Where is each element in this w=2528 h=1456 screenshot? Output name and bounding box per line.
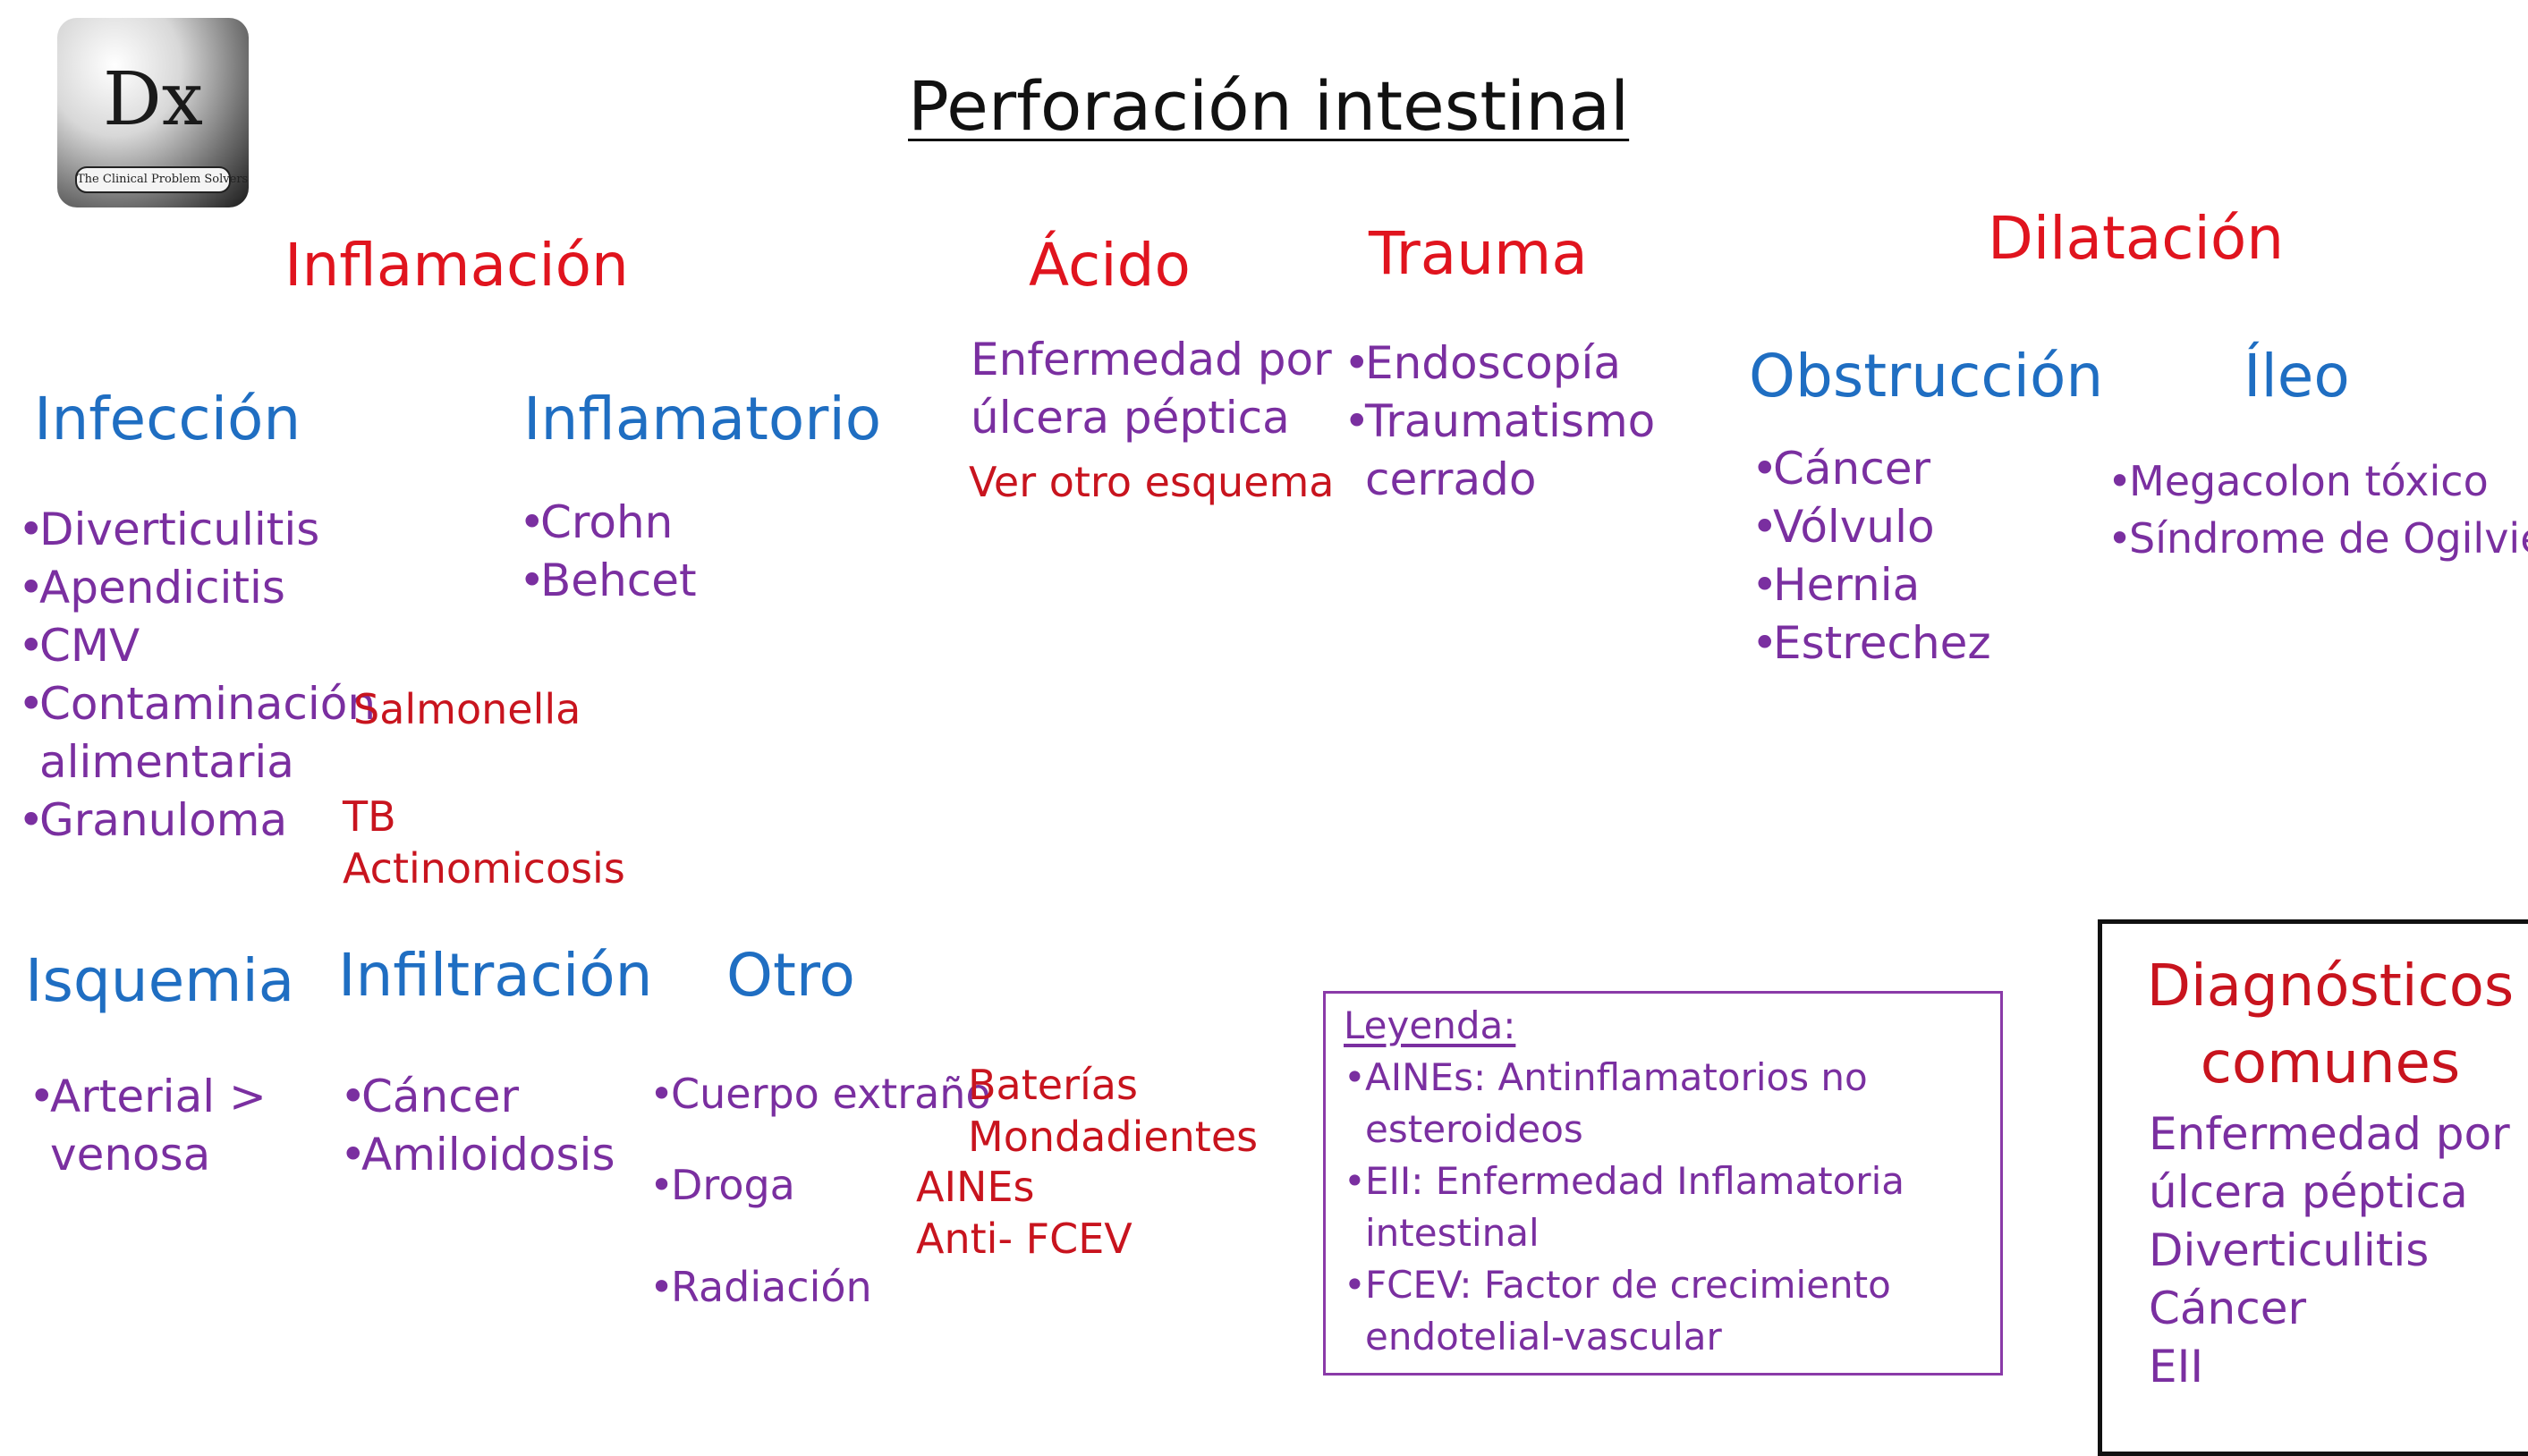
list-item: Amiloidosis xyxy=(340,1126,615,1184)
acido-line: úlcera péptica xyxy=(971,392,1290,444)
list-item: Diverticulitis xyxy=(2149,1224,2430,1276)
note-tb: TB xyxy=(343,792,396,841)
list-item-cont: venosa xyxy=(50,1129,211,1181)
list-item: Hernia xyxy=(1752,556,1991,614)
list-item-cont: alimentaria xyxy=(39,736,294,788)
list-item: Crohn xyxy=(519,494,697,552)
infiltracion-list: Cáncer Amiloidosis xyxy=(340,1068,615,1184)
list-item: CMV xyxy=(18,617,376,675)
otro-item-cuerpo: Cuerpo extraño xyxy=(649,1068,991,1120)
common-title-line: comunes xyxy=(2200,1030,2461,1096)
common-title-line: Diagnósticos xyxy=(2146,953,2515,1020)
list-item: Droga xyxy=(649,1159,795,1211)
list-item: Estrechez xyxy=(1752,614,1991,673)
legend-title: Leyenda: xyxy=(1344,1003,1516,1047)
list-item-cont: cerrado xyxy=(1365,453,1537,505)
list-item: Megacolon tóxico xyxy=(2108,453,2528,510)
note-salmonella: Salmonella xyxy=(353,685,581,733)
list-item: Síndrome de Ogilvie xyxy=(2108,510,2528,567)
header-otro: Otro xyxy=(726,941,855,1010)
legend: Leyenda: AINEs: Antinflamatorios noester… xyxy=(1344,1000,1904,1363)
list-item: Traumatismo xyxy=(1344,393,1655,451)
list-item: Contaminación xyxy=(18,675,376,733)
list-item: Cáncer xyxy=(2149,1282,2307,1334)
note-antifcev: Anti- FCEV xyxy=(916,1215,1133,1263)
logo-text: Dx xyxy=(103,57,203,142)
note-actinomicosis: Actinomicosis xyxy=(343,844,625,893)
list-item: Vólvulo xyxy=(1752,498,1991,556)
category-trauma: Trauma xyxy=(1369,219,1588,288)
category-dilatacion: Dilatación xyxy=(1988,204,2285,273)
list-item: Diverticulitis xyxy=(18,501,376,559)
list-item: Cáncer xyxy=(340,1068,615,1126)
list-item: Radiación xyxy=(649,1261,872,1313)
trauma-list: Endoscopía Traumatismo cerrado xyxy=(1344,334,1655,509)
category-inflamacion: Inflamación xyxy=(284,231,629,300)
note-aines: AINEs xyxy=(916,1163,1035,1211)
header-infiltracion: Infiltración xyxy=(338,941,653,1010)
list-item: Apendicitis xyxy=(18,559,376,617)
list-item: úlcera péptica xyxy=(2149,1166,2468,1218)
inflamatorio-list: Crohn Behcet xyxy=(519,494,697,610)
list-item: Endoscopía xyxy=(1344,334,1655,393)
ileo-list: Megacolon tóxico Síndrome de Ogilvie xyxy=(2108,453,2528,567)
header-obstruccion: Obstrucción xyxy=(1749,342,2104,411)
common-list: Enfermedad por úlcera péptica Diverticul… xyxy=(2149,1105,2510,1396)
list-item: Behcet xyxy=(519,552,697,610)
note-baterias: Baterías xyxy=(968,1061,1138,1109)
category-acido: Ácido xyxy=(1029,231,1191,300)
list-item: Cáncer xyxy=(1752,440,1991,498)
logo-tagline: The Clinical Problem Solvers xyxy=(75,166,248,193)
otro-item-radiacion: Radiación xyxy=(649,1261,872,1313)
page-title: Perforación intestinal xyxy=(908,66,1630,146)
note-mondadientes: Mondadientes xyxy=(968,1113,1259,1161)
common-title: Diagnósticos comunes xyxy=(2098,948,2528,1102)
otro-item-droga: Droga xyxy=(649,1159,795,1211)
legend-box xyxy=(1323,991,2003,1376)
legend-item: FCEV: Factor de crecimientoendotelial-va… xyxy=(1344,1259,1904,1363)
dx-logo: Dx The Clinical Problem Solvers xyxy=(57,18,249,207)
list-item: Cuerpo extraño xyxy=(649,1068,991,1120)
header-isquemia: Isquemia xyxy=(25,946,295,1015)
list-item: Granuloma xyxy=(18,791,376,850)
obstruccion-list: Cáncer Vólvulo Hernia Estrechez xyxy=(1752,440,1991,673)
list-item: EII xyxy=(2149,1341,2204,1393)
acido-note: Ver otro esquema xyxy=(969,458,1335,506)
list-item: Enfermedad por xyxy=(2149,1108,2510,1160)
list-item: Arterial > xyxy=(29,1068,267,1126)
isquemia-list: Arterial > venosa xyxy=(29,1068,267,1184)
infeccion-list: Diverticulitis Apendicitis CMV Contamina… xyxy=(18,501,376,850)
header-ileo: Íleo xyxy=(2244,342,2350,411)
header-infeccion: Infección xyxy=(34,385,301,453)
acido-line: Enfermedad por xyxy=(971,334,1332,385)
header-inflamatorio: Inflamatorio xyxy=(523,385,882,453)
acido-block: Enfermedad por úlcera péptica xyxy=(971,331,1332,447)
